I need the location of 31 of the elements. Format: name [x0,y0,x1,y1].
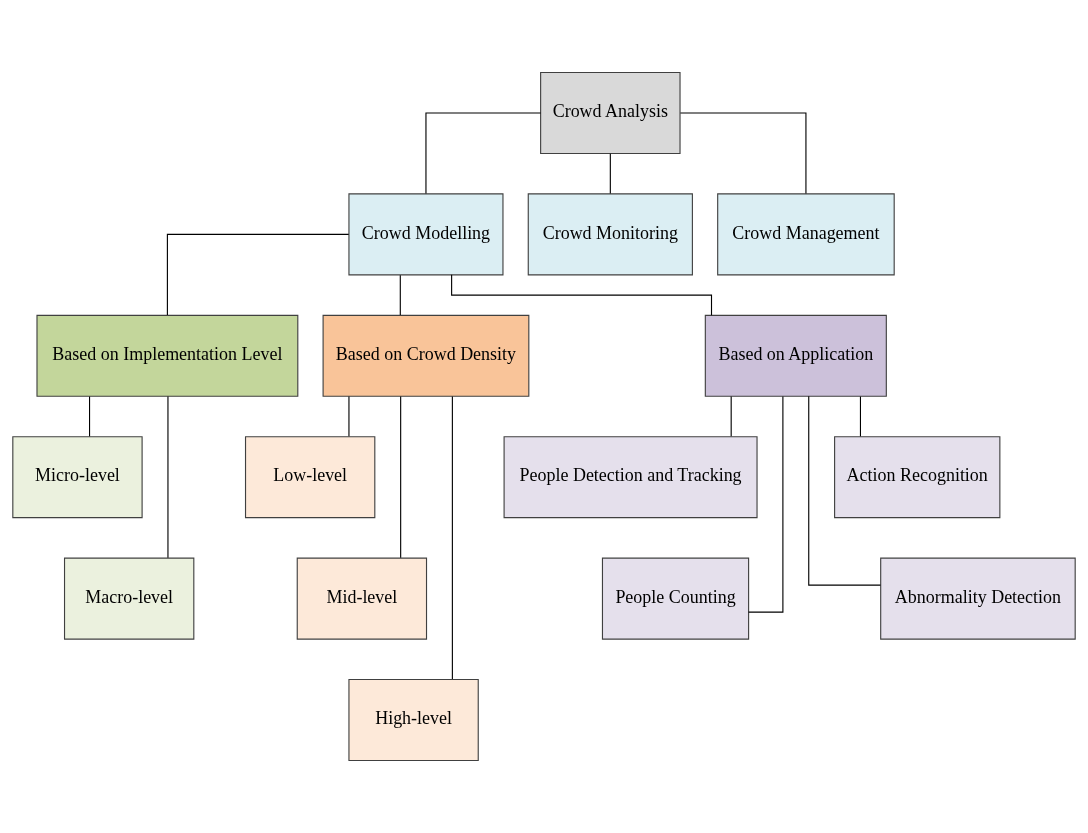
connector [400,395,402,559]
connector [808,395,882,586]
node-box: Crowd Analysis [540,71,681,154]
connector [730,396,732,437]
node-box: Crowd Modelling [348,193,504,276]
connector [859,396,861,437]
connector [399,274,401,316]
node-box: Based on Application [704,314,887,397]
connector [451,395,453,680]
node-box: Macro-level [63,557,195,640]
node-box: People Counting [601,557,750,640]
connector [348,396,350,437]
node-box: Abnormality Detection [880,557,1076,640]
node-box: Crowd Management [717,193,895,276]
node-box: Crowd Monitoring [527,193,693,276]
node-box: Action Recognition [834,436,1001,519]
connector [451,274,713,316]
node-box: Mid-level [296,557,428,640]
connector [425,112,542,195]
connector [679,112,807,195]
node-box: High-level [348,679,479,762]
node-box: People Detection and Tracking [503,436,758,519]
node-box: Based on Implementation Level [36,314,299,397]
connector [166,233,350,316]
node-box: Micro-level [12,436,143,519]
connector [89,396,91,437]
connector [609,153,611,195]
node-box: Based on Crowd Density [322,314,530,397]
node-box: Low-level [244,436,376,519]
connector [748,395,784,613]
connector [167,395,169,559]
